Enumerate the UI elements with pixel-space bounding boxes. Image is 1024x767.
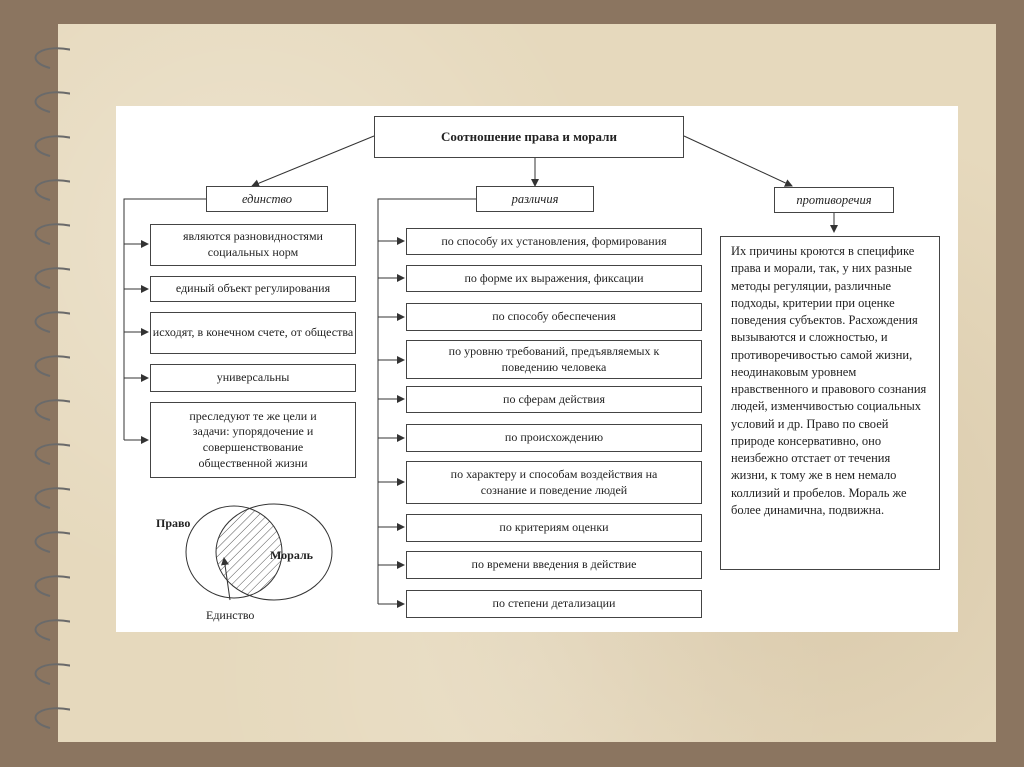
venn-right-label: Мораль <box>270 548 313 563</box>
difference-item: по критериям оценки <box>406 514 702 542</box>
ring <box>36 354 70 376</box>
ring <box>36 574 70 596</box>
difference-item: по способу их установления, формирования <box>406 228 702 255</box>
category-contradictions: противоречия <box>774 187 894 213</box>
category-unity: единство <box>206 186 328 212</box>
difference-item: по сферам действия <box>406 386 702 413</box>
unity-item: являются разновидностями социальных норм <box>150 224 356 266</box>
difference-item: по степени детализации <box>406 590 702 618</box>
spiral-binding <box>10 0 70 767</box>
venn-left-label: Право <box>156 516 190 531</box>
ring <box>36 134 70 156</box>
ring <box>36 530 70 552</box>
ring <box>36 706 70 728</box>
ring <box>36 662 70 684</box>
ring <box>36 46 70 68</box>
contradictions-text: Их причины кроются в специфике права и м… <box>720 236 940 570</box>
ring <box>36 222 70 244</box>
ring <box>36 442 70 464</box>
difference-item: по уровню требований, предъявляемых к по… <box>406 340 702 379</box>
ring <box>36 178 70 200</box>
ring <box>36 310 70 332</box>
venn-intersection-label: Единство <box>206 608 254 623</box>
diagram-panel: Соотношение права и морали единство разл… <box>116 106 958 632</box>
unity-item: исходят, в конечном счете, от общества <box>150 312 356 354</box>
difference-item: по времени введения в действие <box>406 551 702 579</box>
ring <box>36 90 70 112</box>
unity-item: универсальны <box>150 364 356 392</box>
unity-item: преследуют те же цели и задачи: упорядоч… <box>150 402 356 478</box>
difference-item: по происхождению <box>406 424 702 452</box>
ring <box>36 266 70 288</box>
category-differences: различия <box>476 186 594 212</box>
difference-item: по форме их выражения, фиксации <box>406 265 702 292</box>
unity-item: единый объект регулирования <box>150 276 356 302</box>
diagram-title: Соотношение права и морали <box>374 116 684 158</box>
ring <box>36 618 70 640</box>
difference-item: по характеру и способам воздействия на с… <box>406 461 702 504</box>
ring <box>36 398 70 420</box>
difference-item: по способу обеспечения <box>406 303 702 331</box>
ring <box>36 486 70 508</box>
